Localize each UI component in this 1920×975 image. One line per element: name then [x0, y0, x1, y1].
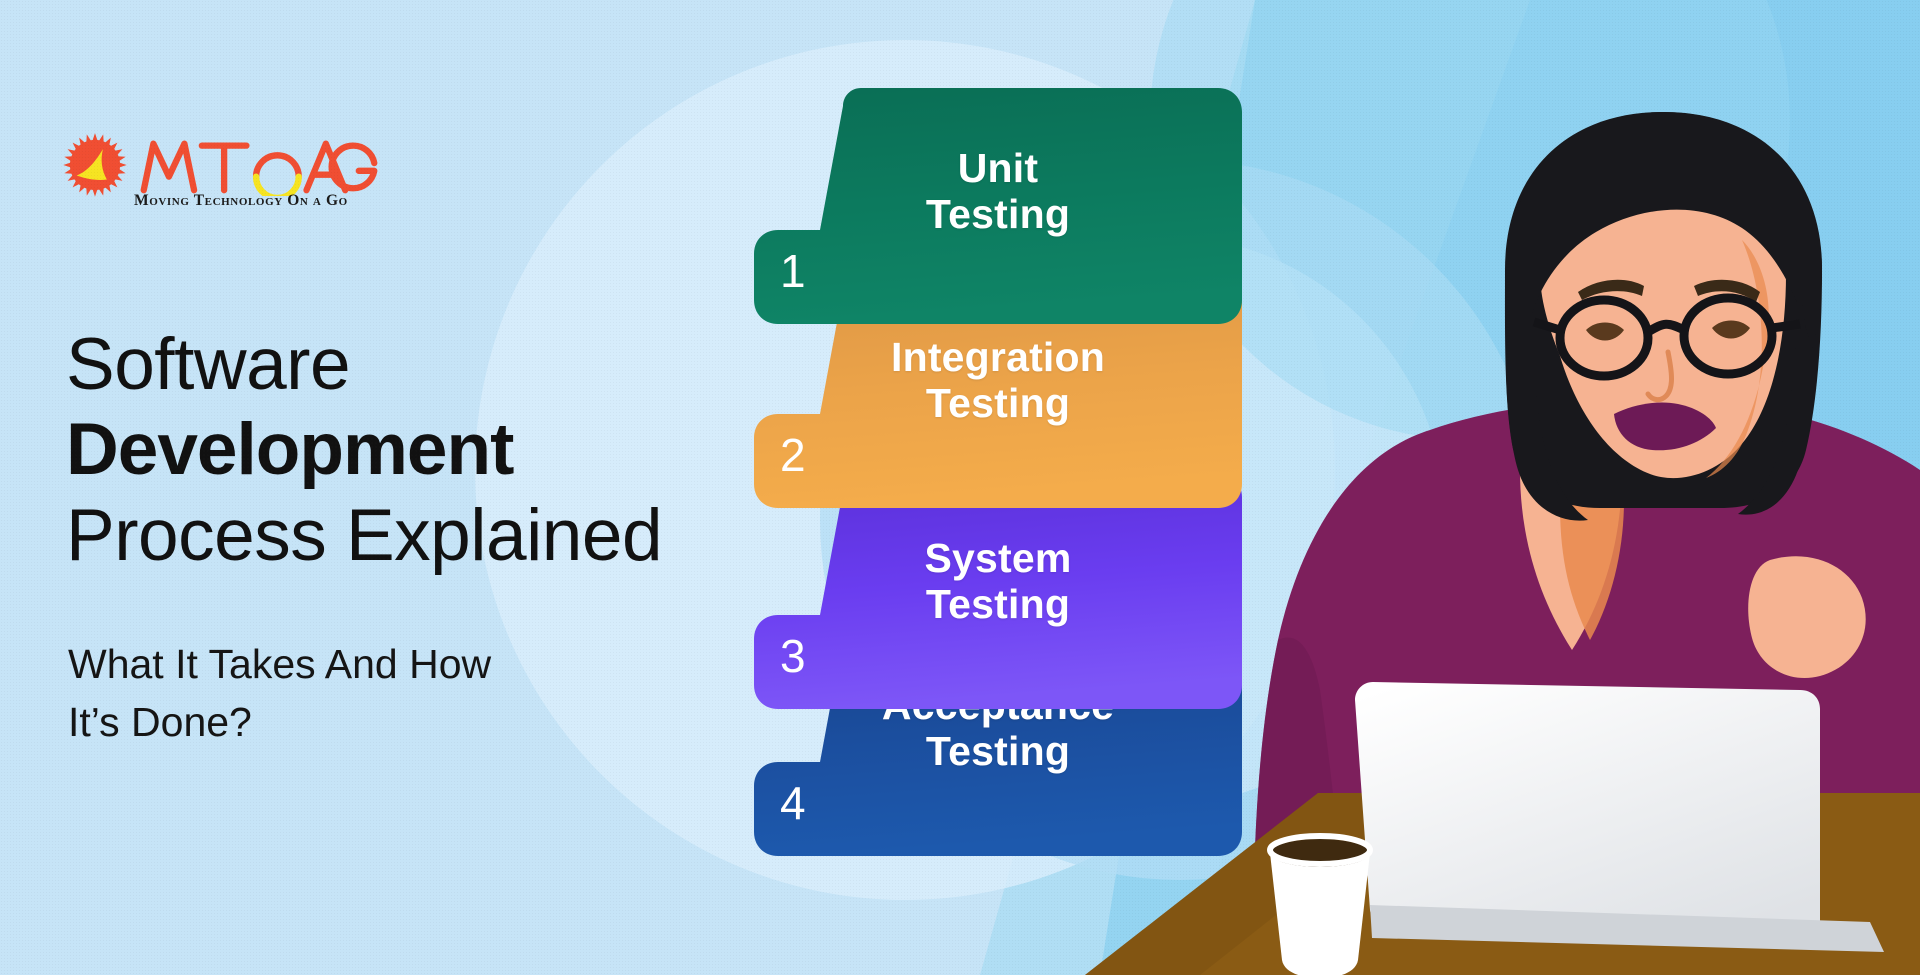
laptop-base: [1370, 905, 1884, 952]
title-line-2: Development: [66, 409, 514, 491]
logo-tagline: Moving Technology On a Go: [134, 192, 348, 209]
sunburst-icon: [63, 133, 127, 197]
laptop-lid: [1355, 682, 1820, 950]
brand-logo[interactable]: Moving Technology On a Go: [62, 132, 382, 210]
glasses-icon: [1532, 293, 1801, 381]
page-subtitle: What It Takes And How It’s Done?: [68, 635, 491, 751]
step-card-shape-2: [754, 272, 1242, 508]
logo-row: [62, 132, 382, 198]
hand-right: [1748, 556, 1866, 679]
step-card-unit-testing[interactable]: Unit Testing 1: [748, 88, 1248, 348]
coffee-cup: [1267, 833, 1373, 975]
step-card-shape-3: [754, 473, 1242, 709]
title-line-1: Software: [66, 324, 351, 405]
title-line-3: Process Explained: [66, 494, 663, 576]
step-card-shape-1: [754, 88, 1242, 324]
hair-front: [1511, 112, 1822, 350]
subtitle-line-1: What It Takes And How: [68, 641, 492, 687]
subtitle-line-2: It’s Done?: [68, 699, 252, 746]
face: [1540, 160, 1786, 479]
mouth: [1614, 402, 1716, 451]
page-title: Software Development Process Explained: [66, 322, 663, 578]
logo-wordmark: [140, 140, 378, 196]
